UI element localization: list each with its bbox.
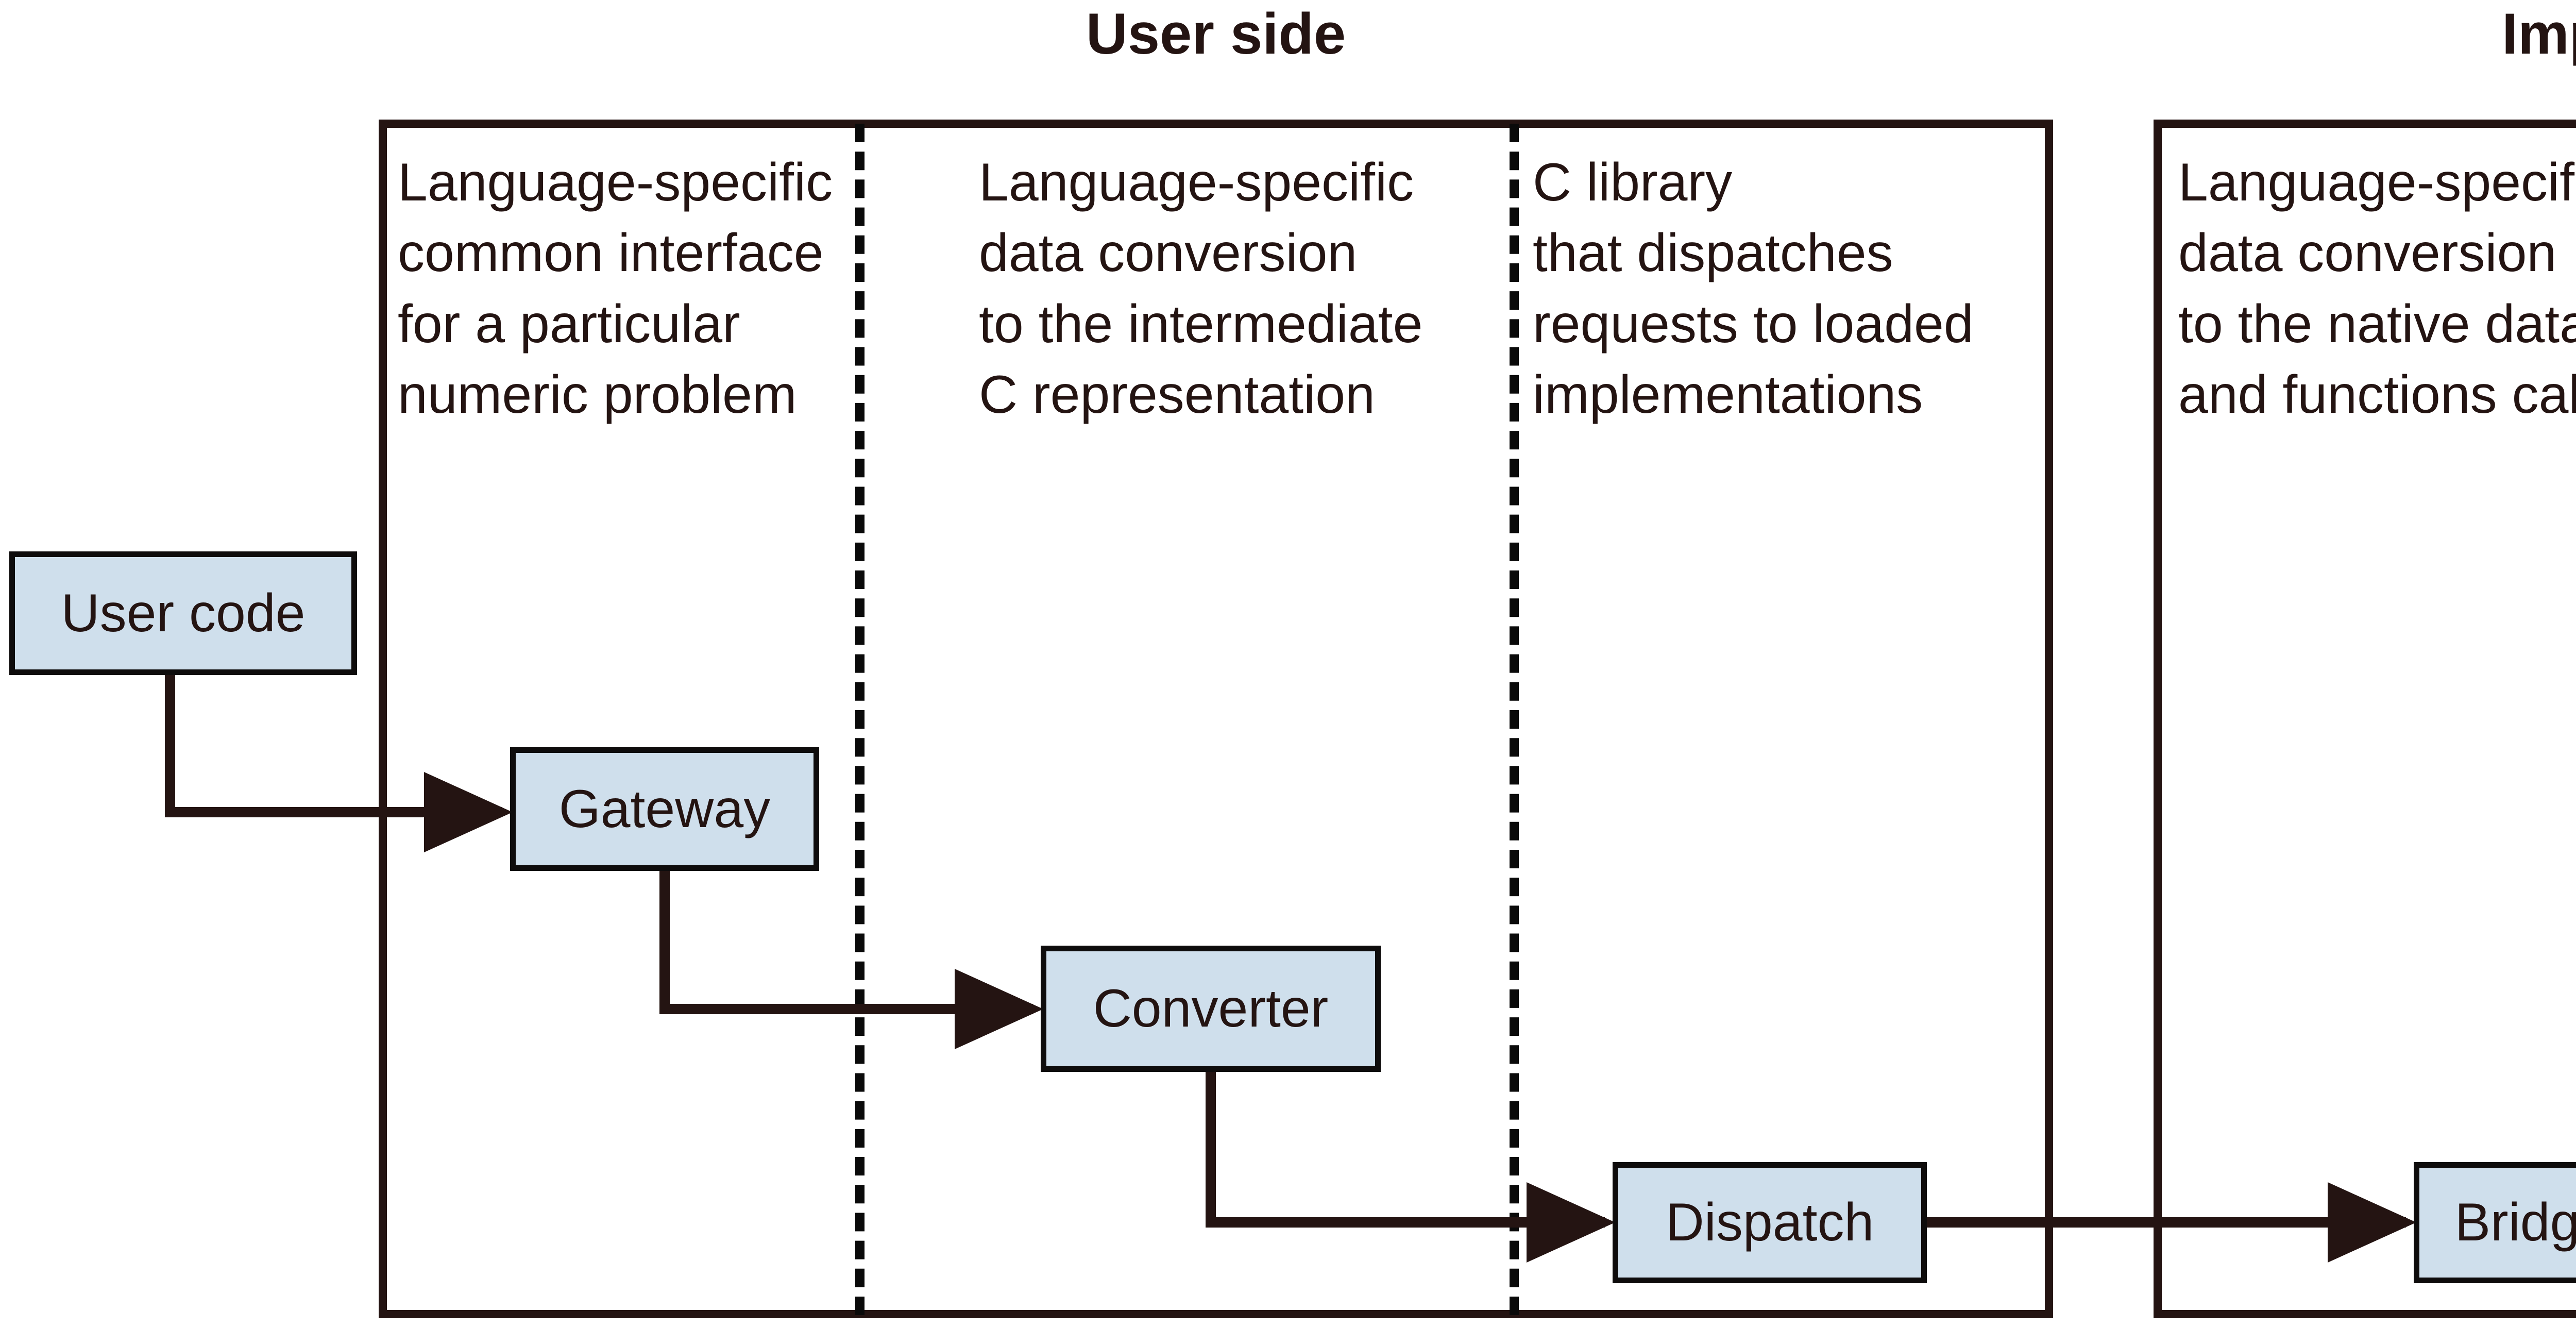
node-gateway[interactable]: Gateway	[510, 747, 819, 871]
node-converter-label: Converter	[1093, 979, 1329, 1038]
implementation-column-text-native-conversion: Language-specific data conversion to the…	[2178, 153, 2576, 425]
node-user-code[interactable]: User code	[9, 551, 357, 675]
node-dispatch-label: Dispatch	[1665, 1192, 1874, 1252]
node-gateway-label: Gateway	[558, 779, 771, 839]
user-divider-1	[855, 124, 865, 1315]
implementation-side-region	[2154, 120, 2576, 1318]
node-converter[interactable]: Converter	[1041, 946, 1381, 1072]
user-side-title: User side	[1086, 2, 1346, 66]
user-divider-2	[1510, 124, 1519, 1315]
user-column-text-c-library: C library that dispatches requests to lo…	[1533, 153, 1974, 425]
node-bridge-label: Bridge	[2454, 1192, 2576, 1252]
node-bridge[interactable]: Bridge	[2414, 1162, 2576, 1283]
node-dispatch[interactable]: Dispatch	[1613, 1162, 1927, 1283]
user-column-text-data-conversion: Language-specific data conversion to the…	[979, 153, 1423, 425]
user-column-text-common-interface: Language-specific common interface for a…	[398, 153, 833, 425]
implementation-side-title: Implementation side	[2502, 2, 2576, 66]
node-user-code-label: User code	[61, 583, 306, 643]
